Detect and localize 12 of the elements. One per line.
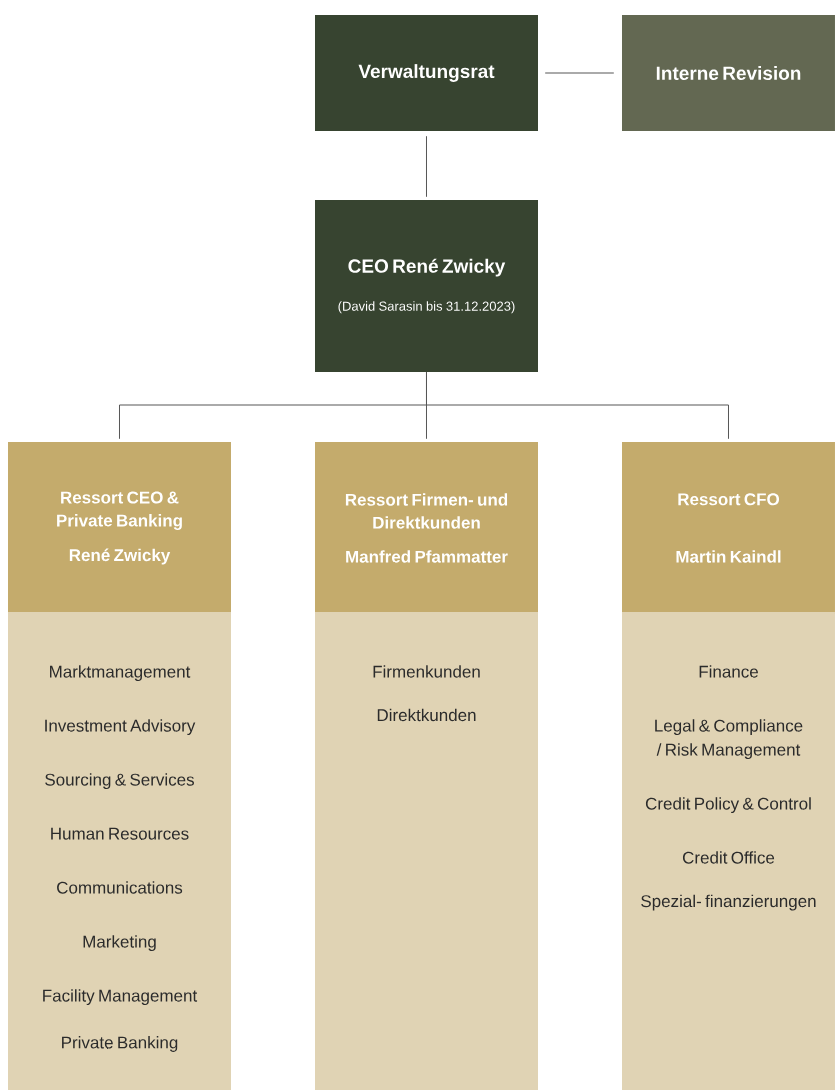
department-list-panel: Marktmanagement Investment Advisory Sourcing & Services Human Resources Communications Marketing Facility Management Private Banking [8, 612, 231, 1090]
ceo-box: CEO René Zwicky (David Sarasin bis 31.12.2023) [315, 200, 538, 372]
board-box: Verwaltungsrat [315, 15, 538, 131]
connector-line [544, 72, 615, 74]
division-header-box: Ressort CFO Martin Kaindl [622, 442, 835, 614]
audit-box: Interne Revision [622, 15, 835, 131]
division-header-box: Ressort CEO & Private Banking René Zwicky [8, 442, 231, 614]
connector-line [426, 135, 427, 198]
department-list-panel: Finance Legal & Compliance / Risk Management Credit Policy & Control Credit Office Spezial- finanzierungen [622, 612, 835, 1090]
division-header-box: Ressort Firmen- und Direktkunden Manfred Pfammatter [315, 442, 538, 614]
department-list-panel: Firmenkunden Direktkunden [315, 612, 538, 1090]
connector-line [426, 371, 729, 440]
